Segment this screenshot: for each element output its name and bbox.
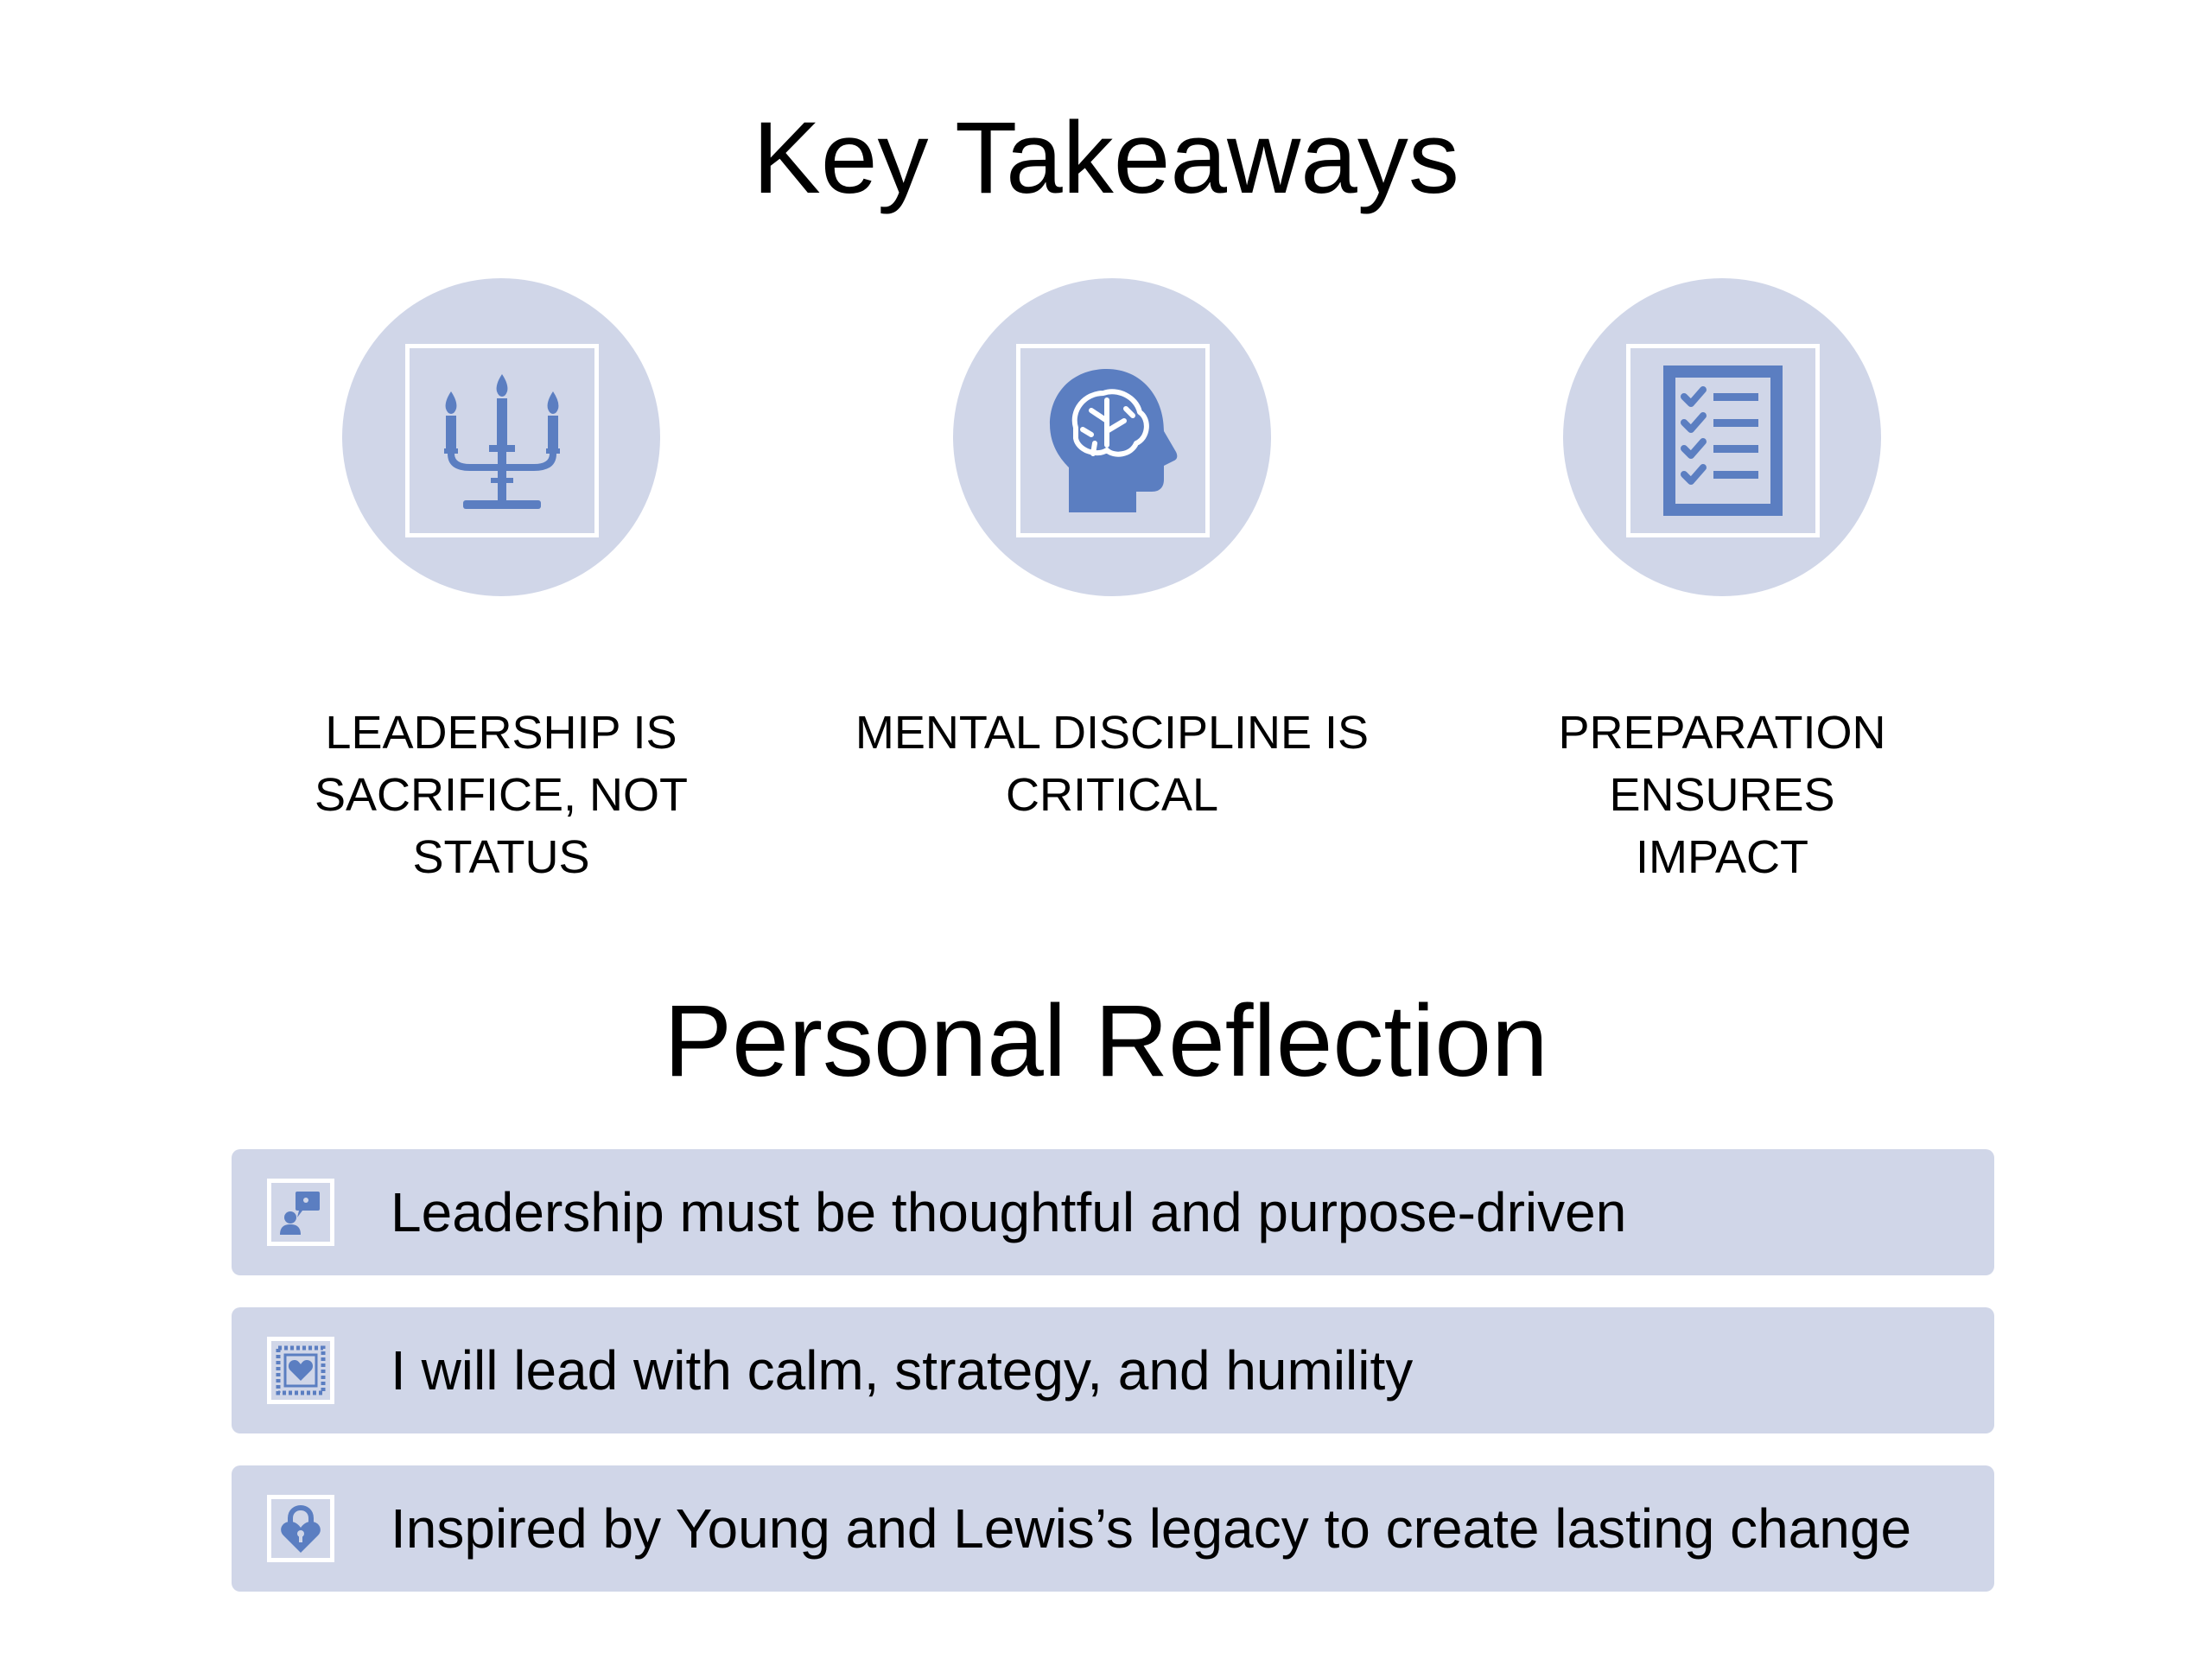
takeaway-label-line: LEADERSHIP IS: [325, 707, 677, 759]
takeaway-card-leadership: LEADERSHIP IS SACRIFICE, NOT STATUS: [225, 278, 778, 883]
takeaway-card-preparation: PREPARATION ENSURES IMPACT: [1446, 278, 1999, 883]
takeaway-label-line: SACRIFICE, NOT STATUS: [314, 769, 689, 883]
reflection-text: Leadership must be thoughtful and purpos…: [391, 1181, 1627, 1243]
takeaway-label: PREPARATION ENSURES IMPACT: [1446, 702, 1999, 888]
takeaway-label: LEADERSHIP IS SACRIFICE, NOT STATUS: [225, 702, 778, 888]
heart-padlock-icon: [267, 1495, 334, 1562]
takeaway-label-line: MENTAL DISCIPLINE IS: [855, 707, 1370, 759]
reflection-text: I will lead with calm, strategy, and hum…: [391, 1339, 1414, 1402]
heart-stamp-icon: [267, 1337, 334, 1404]
checklist-icon: [1626, 344, 1820, 537]
takeaway-label-line: IMPACT: [1636, 831, 1808, 883]
reflection-row: Inspired by Young and Lewis’s legacy to …: [232, 1465, 1994, 1592]
takeaway-card-mental-discipline: MENTAL DISCIPLINE IS CRITICAL: [836, 278, 1389, 831]
takeaway-label: MENTAL DISCIPLINE IS CRITICAL: [836, 702, 1389, 826]
reflection-row: Leadership must be thoughtful and purpos…: [232, 1149, 1994, 1275]
presenter-icon: [267, 1179, 334, 1246]
reflection-row: I will lead with calm, strategy, and hum…: [232, 1307, 1994, 1433]
brain-head-icon: [1016, 344, 1210, 537]
candelabra-icon: [405, 344, 599, 537]
takeaway-label-line: CRITICAL: [1005, 769, 1219, 821]
personal-reflection-title: Personal Reflection: [664, 984, 1548, 1098]
takeaway-label-line: PREPARATION ENSURES: [1558, 707, 1886, 821]
reflection-text: Inspired by Young and Lewis’s legacy to …: [391, 1497, 1912, 1560]
key-takeaways-title: Key Takeaways: [753, 101, 1459, 215]
